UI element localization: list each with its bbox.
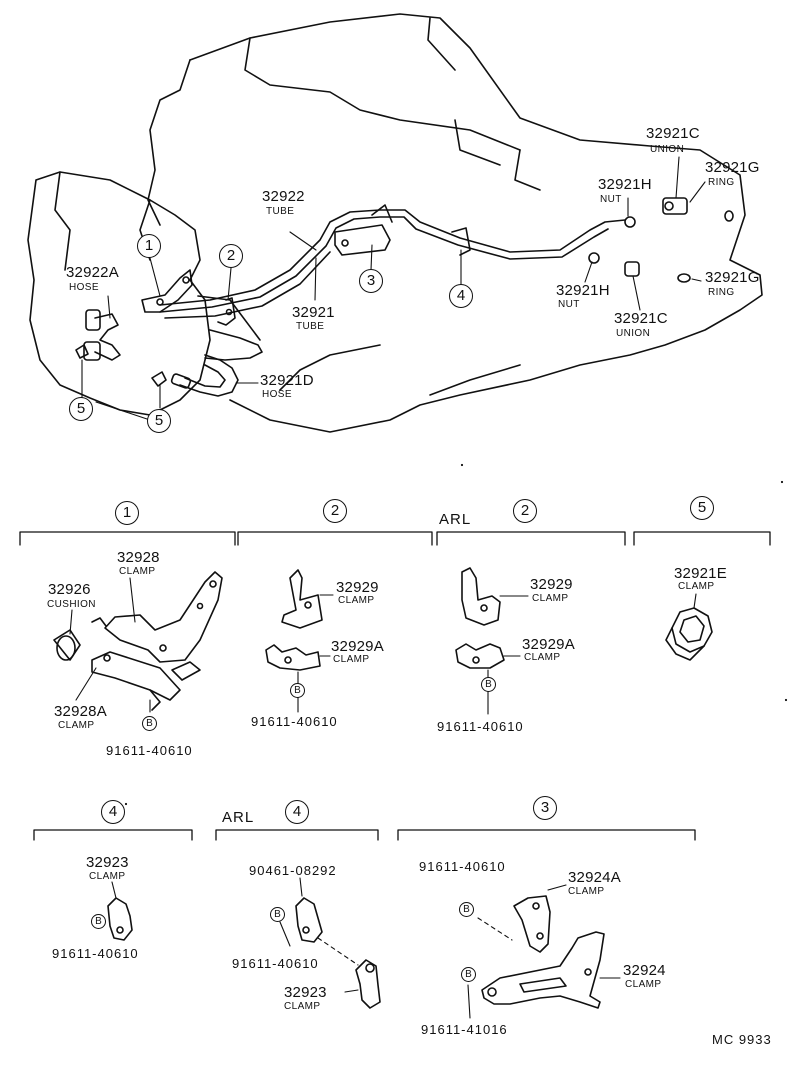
part-32921C-top-name: UNION	[650, 144, 685, 155]
detail-2-part-32929A-name: CLAMP	[333, 654, 370, 665]
part-32921C-bottom-number: 32921C	[614, 310, 668, 327]
detail-2-drawing	[265, 569, 334, 713]
part-32921H-bottom-number: 32921H	[556, 282, 610, 299]
overview-clamp-4	[451, 227, 471, 256]
detail-2-arl-part-91611-40610: 91611-40610	[437, 719, 524, 734]
detail-3-part-32924-number: 32924	[623, 962, 666, 979]
part-32921H-bottom-name: NUT	[558, 299, 580, 310]
detail-4-drawing	[107, 881, 133, 941]
detail-4-arl-callout: 4	[285, 800, 309, 824]
overview-unions	[75, 197, 734, 387]
part-32921G-top-name: RING	[708, 177, 735, 188]
detail-5-part-32921E-number: 32921E	[674, 565, 727, 582]
detail-3-bolt-mark-top: B	[459, 902, 474, 917]
detail-3-part-32924-name: CLAMP	[625, 979, 662, 990]
detail-1-drawing	[53, 571, 223, 713]
detail-1-part-32926-name: CUSHION	[47, 599, 96, 610]
detail-2-arl-bolt-mark: B	[481, 677, 496, 692]
detail-4-bolt-mark: B	[91, 914, 106, 929]
detail-4-part-32923-number: 32923	[86, 854, 129, 871]
fluid-tubes	[159, 209, 626, 361]
detail-2-arl-part-32929A-number: 32929A	[522, 636, 575, 653]
callout-2: 2	[219, 244, 243, 268]
print-specks	[124, 463, 788, 806]
detail-1-callout: 1	[115, 501, 139, 525]
part-32921D-name: HOSE	[262, 389, 292, 400]
overview-clamp-2	[217, 297, 236, 326]
detail-3-bolt-mark-bottom: B	[461, 967, 476, 982]
part-32921G-bottom-name: RING	[708, 287, 735, 298]
detail-2-callout: 2	[323, 499, 347, 523]
detail-4-arl-part-32923-name: CLAMP	[284, 1001, 321, 1012]
transmission-outline	[27, 171, 211, 416]
part-32921-name: TUBE	[296, 321, 325, 332]
detail-brackets	[19, 531, 771, 841]
callout-3: 3	[359, 269, 383, 293]
detail-4-callout: 4	[101, 800, 125, 824]
callout-5-left: 5	[69, 397, 93, 421]
detail-2-arl-callout: 2	[513, 499, 537, 523]
detail-5-drawing	[665, 593, 713, 661]
part-32921G-bottom-number: 32921G	[705, 269, 760, 286]
part-32922-name: TUBE	[266, 206, 295, 217]
detail-4-part-32923-name: CLAMP	[89, 871, 126, 882]
detail-1-part-32928-number: 32928	[117, 549, 160, 566]
overview-clamp-3	[334, 204, 393, 256]
detail-4-arl-part-32923-number: 32923	[284, 984, 327, 1001]
detail-2-part-91611-40610: 91611-40610	[251, 714, 338, 729]
part-32921C-bottom-name: UNION	[616, 328, 651, 339]
detail-3-part-32924A-name: CLAMP	[568, 886, 605, 897]
hose-32922A	[83, 309, 121, 361]
part-32921H-top-number: 32921H	[598, 176, 652, 193]
part-32921D-number: 32921D	[260, 372, 314, 389]
detail-2-arl-drawing	[455, 567, 529, 715]
detail-3-callout: 3	[533, 796, 557, 820]
overview-leaders	[81, 156, 706, 421]
callout-4: 4	[449, 284, 473, 308]
part-32921H-top-name: NUT	[600, 194, 622, 205]
detail-1-part-32928A-number: 32928A	[54, 703, 107, 720]
overview-clamp-1	[141, 269, 193, 313]
detail-2-arl-label: ARL	[439, 511, 472, 528]
detail-5-callout: 5	[690, 496, 714, 520]
detail-1-part-32926-number: 32926	[48, 581, 91, 598]
part-32922-number: 32922	[262, 188, 305, 205]
engine-outline	[147, 13, 763, 433]
callout-5-right: 5	[147, 409, 171, 433]
detail-2-part-32929-name: CLAMP	[338, 595, 375, 606]
detail-4-arl-label: ARL	[222, 809, 255, 826]
detail-3-part-32924A-number: 32924A	[568, 869, 621, 886]
detail-1-part-32928A-name: CLAMP	[58, 720, 95, 731]
detail-2-arl-part-32929A-name: CLAMP	[524, 652, 561, 663]
detail-1-part-32928-name: CLAMP	[119, 566, 156, 577]
detail-1-bolt-mark: B	[142, 716, 157, 731]
detail-1-part-91611-40610: 91611-40610	[106, 743, 193, 758]
detail-4-arl-part-91611-40610: 91611-40610	[232, 956, 319, 971]
detail-5-part-32921E-name: CLAMP	[678, 581, 715, 592]
figure-code: MC 9933	[712, 1032, 772, 1047]
part-32922A-name: HOSE	[69, 282, 99, 293]
detail-4-arl-bolt-mark: B	[270, 907, 285, 922]
part-32921-number: 32921	[292, 304, 335, 321]
detail-3-drawing	[467, 884, 621, 1019]
detail-2-bolt-mark: B	[290, 683, 305, 698]
callout-1: 1	[137, 234, 161, 258]
part-32921G-top-number: 32921G	[705, 159, 760, 176]
detail-3-part-91611-40610: 91611-40610	[419, 859, 506, 874]
detail-4-arl-drawing	[279, 877, 381, 1009]
detail-4-part-91611-40610: 91611-40610	[52, 946, 139, 961]
detail-2-arl-part-32929-name: CLAMP	[532, 593, 569, 604]
detail-2-part-32929-number: 32929	[336, 579, 379, 596]
hose-32921D	[170, 354, 239, 397]
detail-2-arl-part-32929-number: 32929	[530, 576, 573, 593]
detail-3-part-91611-41016: 91611-41016	[421, 1022, 508, 1037]
part-32921C-top-number: 32921C	[646, 125, 700, 142]
detail-4-arl-part-90461-08292: 90461-08292	[249, 863, 337, 878]
part-32922A-number: 32922A	[66, 264, 119, 281]
detail-2-part-32929A-number: 32929A	[331, 638, 384, 655]
